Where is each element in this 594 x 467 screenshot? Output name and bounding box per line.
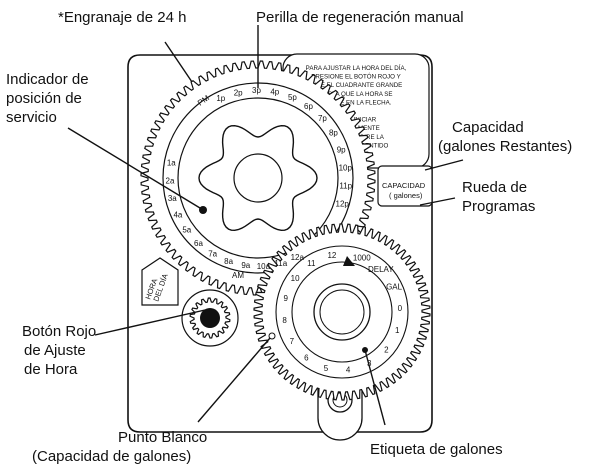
gallon-scale-label: 12 — [327, 251, 336, 260]
hour-label: 6a — [194, 239, 203, 248]
hour-label: 10p — [339, 163, 353, 172]
hour-label: 5p — [288, 93, 297, 102]
hour-label: 1a — [167, 159, 176, 168]
gallon-scale-label: 8 — [282, 316, 287, 325]
leader-program-wheel — [419, 197, 456, 206]
label-manual-knob: Perilla de regeneración manual — [256, 9, 464, 26]
label-white-dot-2: (Capacidad de galones) — [32, 448, 191, 465]
red-time-set-button[interactable] — [181, 289, 239, 347]
gallon-scale-label: DELAY — [368, 265, 394, 274]
gallon-scale-label: 1 — [395, 326, 400, 335]
label-gear24: *Engranaje de 24 h — [58, 9, 186, 26]
capacity-window-title: CAPACIDAD — [382, 181, 426, 190]
white-dot — [268, 332, 276, 340]
label-service-indicator-2: posición de — [6, 90, 82, 107]
instruction-line: UBIQUE EN LA FLECHA. — [321, 99, 392, 106]
manual-regeneration-knob[interactable] — [198, 124, 318, 232]
leader-gallon-label-dot — [362, 347, 368, 353]
gallon-scale-label: 2 — [384, 345, 389, 354]
gallon-scale-label: 10 — [291, 274, 300, 283]
hour-label: 4a — [173, 211, 182, 220]
hour-label: 2a — [166, 176, 175, 185]
am-label: AM — [232, 271, 244, 280]
label-program-wheel-2: Programas — [462, 198, 535, 215]
leader-gear24 — [164, 41, 193, 83]
label-gallon-label: Etiqueta de galones — [370, 441, 503, 458]
instruction-line: GIRE EL CUADRANTE GRANDE — [310, 82, 403, 89]
hour-label: 6p — [304, 102, 313, 111]
hour-label: 12p — [336, 200, 350, 209]
label-capacity-1: Capacidad — [452, 119, 524, 136]
label-red-button-3: de Hora — [24, 361, 78, 378]
gallon-scale-label: 0 — [398, 304, 403, 313]
gallon-scale-label: 3 — [367, 359, 372, 368]
gallon-scale-label: 4 — [346, 366, 351, 375]
hour-label: 3a — [168, 194, 177, 203]
hour-label: 7a — [208, 249, 217, 258]
gallon-scale-label: 5 — [324, 364, 329, 373]
hour-label: 5a — [182, 226, 191, 235]
capacity-window-unit: ( galones) — [389, 191, 423, 200]
hour-label: 11p — [339, 182, 352, 191]
label-white-dot-1: Punto Blanco — [118, 429, 207, 446]
instruction-line: PRESIONE EL BOTÓN ROJO Y — [311, 74, 400, 81]
hour-label: 2p — [234, 88, 243, 97]
instruction-line: HASTA QUE LA HORA SE — [319, 91, 392, 98]
gallon-scale-label: 7 — [290, 337, 295, 346]
hour-label: 8p — [329, 129, 338, 138]
leader-red-button — [94, 309, 206, 336]
gallon-scale-label: 1000 — [353, 254, 371, 263]
hour-label: 11a — [274, 259, 287, 268]
gallon-scale-label: 9 — [283, 294, 288, 303]
leader-white-dot — [197, 337, 271, 423]
gallon-scale-label: 11 — [307, 259, 316, 268]
program-dial-arrow — [343, 256, 355, 266]
capacity-window — [377, 165, 433, 207]
gallon-scale-label: 6 — [304, 354, 309, 363]
hour-label: 3p — [252, 86, 261, 95]
time-of-day-tag — [141, 257, 179, 306]
hour-label: 1p — [216, 94, 225, 103]
label-red-button-2: de Ajuste — [24, 342, 86, 359]
leader-capacity — [424, 159, 464, 171]
leader-service-indicator — [67, 127, 201, 209]
label-program-wheel-1: Rueda de — [462, 179, 527, 196]
label-red-button-1: Botón Rojo — [22, 323, 96, 340]
hour-label: 9a — [241, 261, 250, 270]
hour-label: 7p — [318, 114, 327, 123]
hour-label: 12a — [291, 253, 305, 262]
leader-service-indicator-dot — [199, 206, 207, 214]
program-dial-center-inner — [319, 289, 365, 335]
instruction-line: PARA AJUSTAR LA HORA DEL DÍA, — [306, 65, 407, 72]
label-service-indicator-3: servicio — [6, 109, 57, 126]
label-capacity-2: (galones Restantes) — [438, 138, 572, 155]
hour-label: 8a — [224, 257, 233, 266]
label-service-indicator-1: Indicador de — [6, 71, 89, 88]
hour-label: 9p — [337, 145, 346, 154]
hour-label: 10a — [257, 262, 271, 271]
leader-gallon-label — [364, 349, 386, 426]
gallon-scale-label: GAL — [386, 283, 403, 292]
hour-label: 4p — [270, 88, 279, 97]
